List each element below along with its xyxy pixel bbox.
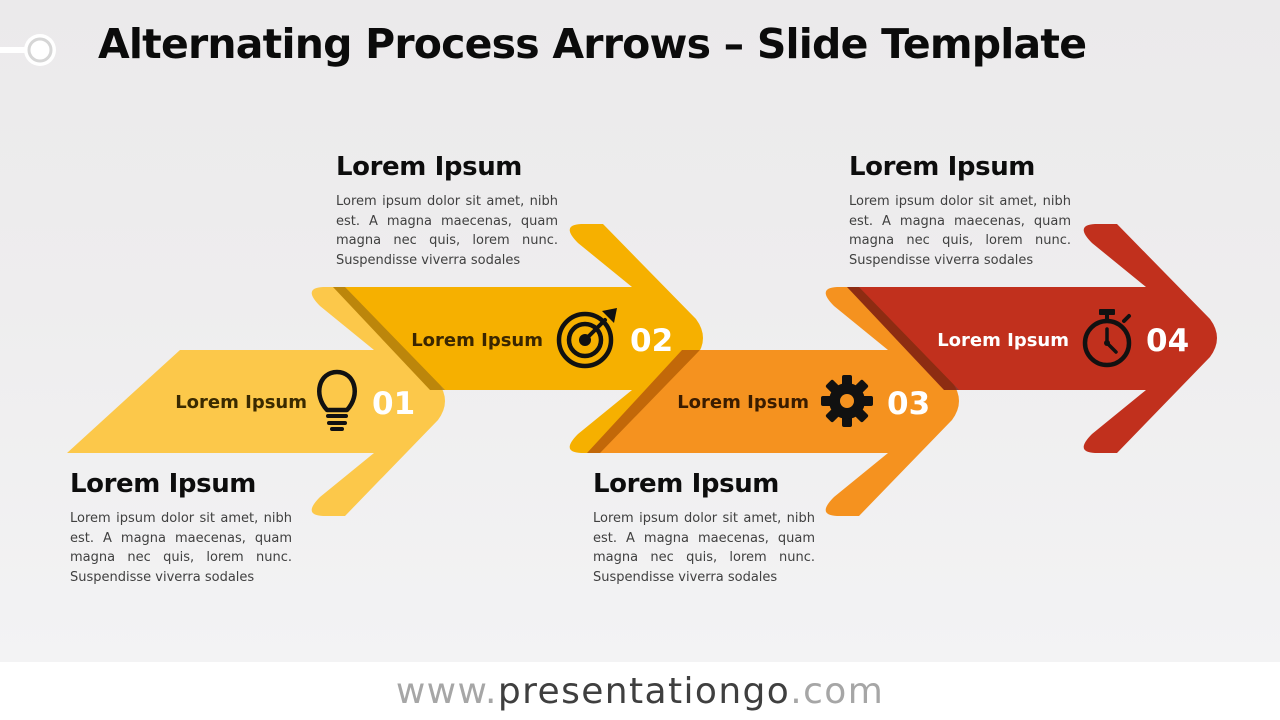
arrow-label-04: Lorem Ipsum xyxy=(937,330,1069,351)
step-heading-02: Lorem Ipsum xyxy=(336,152,522,182)
arrow-label-02: Lorem Ipsum xyxy=(411,330,543,351)
arrow-label-01: Lorem Ipsum xyxy=(175,392,307,413)
footer-url-suffix: .com xyxy=(790,670,885,712)
step-number-01: 01 xyxy=(372,386,415,422)
text-block-02: Lorem Ipsum Lorem ipsum dolor sit amet, … xyxy=(336,152,558,270)
arrow-seam-04 xyxy=(847,287,962,390)
lightbulb-icon xyxy=(317,369,357,431)
process-arrows-diagram: Lorem Ipsum 01 Lorem Ipsum 02 xyxy=(67,224,1217,516)
footer-url-prefix: www. xyxy=(395,670,498,712)
arrow-seam-02 xyxy=(333,287,448,390)
arrow-label-03: Lorem Ipsum xyxy=(677,392,809,413)
step-heading-01: Lorem Ipsum xyxy=(70,469,256,499)
slide-title: Alternating Process Arrows – Slide Templ… xyxy=(98,20,1087,68)
footer-url-brand: presentationgo xyxy=(497,670,791,712)
footer-url[interactable]: www.presentationgo.com xyxy=(0,662,1280,720)
step-heading-03: Lorem Ipsum xyxy=(593,469,779,499)
stopwatch-icon xyxy=(1082,309,1132,368)
step-description-01: Lorem ipsum dolor sit amet, nibh est. A … xyxy=(70,511,292,585)
slide-canvas: Alternating Process Arrows – Slide Templ… xyxy=(0,0,1280,662)
step-heading-04: Lorem Ipsum xyxy=(849,152,1035,182)
arrow-step-04: Lorem Ipsum 04 xyxy=(847,224,1217,453)
arrow-step-03: Lorem Ipsum 03 xyxy=(587,287,959,516)
arrow-body-01 xyxy=(67,287,445,516)
gear-icon xyxy=(821,375,873,427)
arrow-body-02 xyxy=(345,224,703,453)
step-description-03: Lorem ipsum dolor sit amet, nibh est. A … xyxy=(593,511,815,585)
step-description-04: Lorem ipsum dolor sit amet, nibh est. A … xyxy=(849,194,1071,268)
text-block-03: Lorem Ipsum Lorem ipsum dolor sit amet, … xyxy=(593,469,815,587)
logo-icon xyxy=(0,34,56,66)
target-icon xyxy=(556,308,617,369)
arrow-seam-03 xyxy=(587,350,700,453)
step-number-04: 04 xyxy=(1146,323,1189,359)
text-block-04: Lorem Ipsum Lorem ipsum dolor sit amet, … xyxy=(849,152,1071,270)
text-block-01: Lorem Ipsum Lorem ipsum dolor sit amet, … xyxy=(70,469,292,587)
step-description-02: Lorem ipsum dolor sit amet, nibh est. A … xyxy=(336,194,558,268)
step-number-02: 02 xyxy=(630,323,673,359)
arrow-body-04 xyxy=(859,224,1217,453)
arrow-step-01: Lorem Ipsum 01 xyxy=(67,287,445,516)
arrow-step-02: Lorem Ipsum 02 xyxy=(333,224,703,453)
arrow-body-03 xyxy=(600,287,959,516)
step-number-03: 03 xyxy=(887,386,930,422)
